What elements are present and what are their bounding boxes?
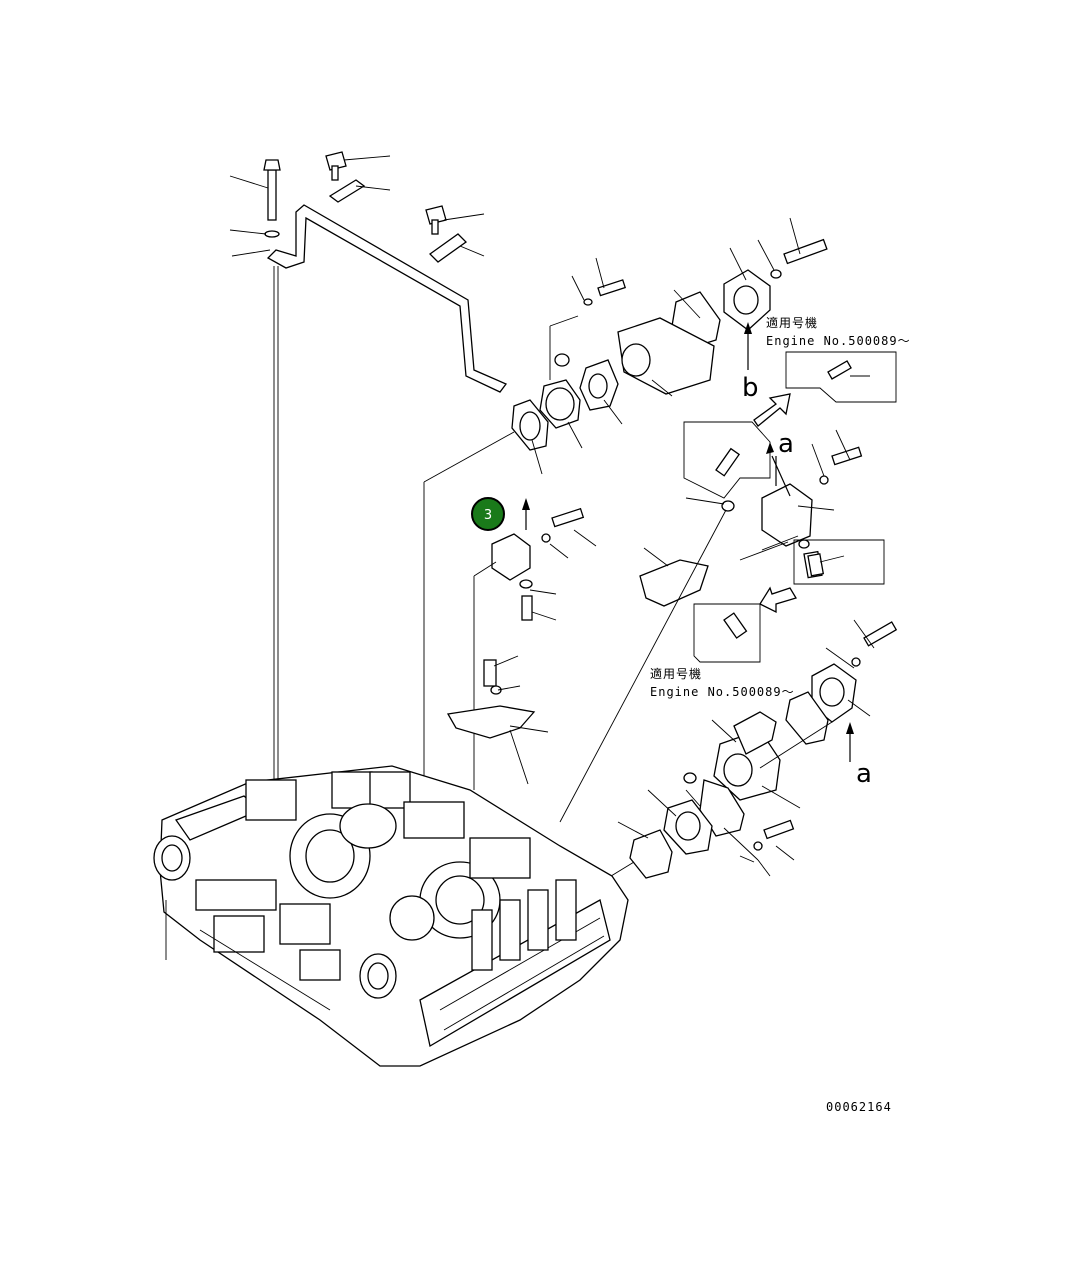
- applicability-note-lower-jp: 適用号機: [650, 666, 702, 681]
- upper-intake-assembly: [423, 217, 828, 790]
- middle-bracket-cluster: [446, 498, 597, 790]
- engine-block: [153, 765, 629, 1067]
- figure-number: 00062164: [826, 1100, 892, 1114]
- view-label-a-bottom: a: [856, 759, 872, 789]
- callout-number: 3: [484, 508, 492, 523]
- right-bracket-cluster: [559, 429, 863, 823]
- applicability-note-upper-en: Engine No.500089～: [766, 334, 911, 348]
- lower-intake-assembly: [597, 619, 898, 885]
- detail-box-upper: [683, 351, 897, 499]
- detail-box-middle: [693, 539, 885, 663]
- view-label-b: b: [742, 373, 759, 403]
- clamp-bracket-upper: [325, 151, 485, 263]
- view-label-a-top: a: [778, 429, 794, 459]
- applicability-note-lower-en: Engine No.500089～: [650, 685, 795, 699]
- applicability-note-upper-jp: 適用号機: [766, 315, 818, 330]
- support-rod-assembly: [229, 159, 508, 790]
- part-callout-3[interactable]: 3: [471, 497, 505, 531]
